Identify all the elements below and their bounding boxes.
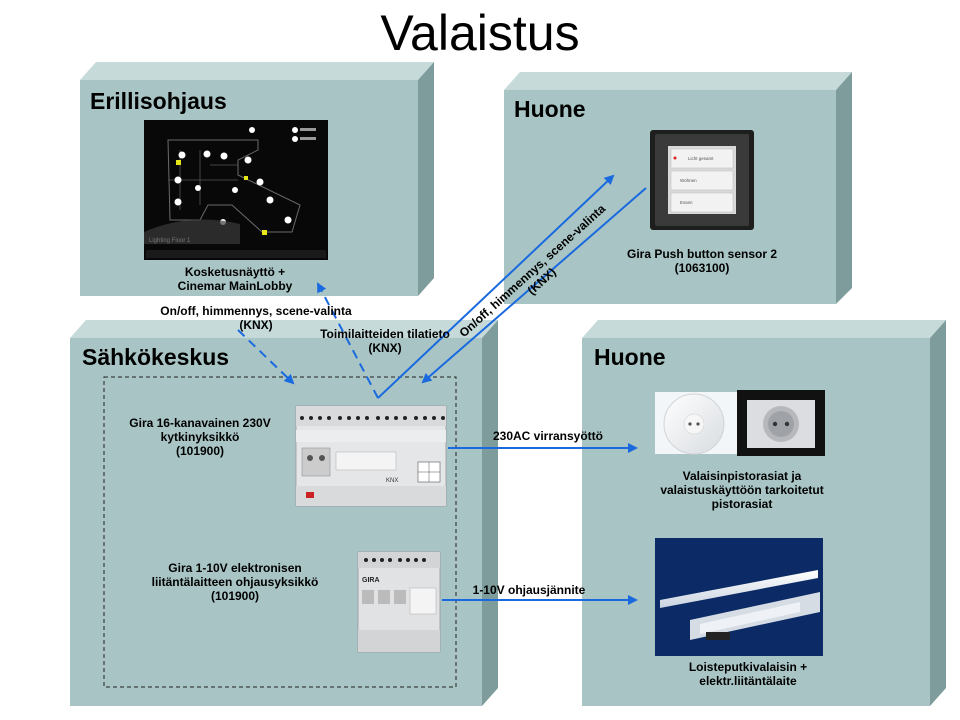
switch-actuator-image: KNX: [295, 405, 447, 507]
panel-dashed-frame: [103, 376, 457, 688]
connection-status-line2: (KNX): [368, 341, 402, 355]
dimmer-unit-label-line2: liitäntälaitteen ohjausyksikkö: [151, 575, 319, 589]
fluorescent-image: [655, 538, 823, 656]
dimmer-unit-label-line3: (101900): [210, 589, 260, 603]
box-title-sahkokeskus: Sähkökeskus: [82, 344, 230, 370]
arrow-push-feedback: [421, 187, 647, 384]
arrow-touch-to-actuator: [237, 329, 295, 385]
connection-status-line1: Toimilaitteiden tilatieto: [320, 327, 450, 341]
connection-touch-line1: On/off, himmennys, scene-valinta: [160, 304, 352, 318]
touchscreen-image: Lighting Floor 1: [144, 120, 328, 260]
box-title-huone-bottom: Huone: [594, 344, 666, 370]
switch-actuator-label: Gira 16-kanavainen 230V kytkinyksikkö (1…: [108, 416, 292, 458]
connection-touch-line2: (KNX): [239, 318, 273, 332]
touchscreen-label-line2: Cinemar MainLobby: [177, 279, 293, 293]
push-button-label-line1: Gira Push button sensor 2: [626, 247, 778, 261]
knx-label: KNX: [386, 478, 398, 484]
push-button-label-line2: (1063100): [674, 261, 730, 275]
gira-brand-text: GIRA: [362, 577, 380, 584]
sockets-label-line1: Valaisinpistorasiat ja: [682, 469, 802, 483]
fluorescent-label-line2: elektr.liitäntälaite: [699, 674, 797, 688]
arrow-push-to-actuator: [377, 174, 615, 399]
dimmer-unit-label: Gira 1-10V elektronisen liitäntälaitteen…: [126, 561, 344, 603]
sockets-image: [655, 390, 825, 456]
fluorescent-label-line1: Loisteputkivalaisin +: [688, 660, 808, 674]
dimmer-unit-image: GIRA: [357, 551, 441, 653]
push-row2-text: Wohnen: [680, 178, 697, 183]
box-title-huone-top: Huone: [514, 96, 586, 122]
sockets-label: Valaisinpistorasiat ja valaistuskäyttöön…: [630, 469, 854, 511]
switch-actuator-label-line3: (101900): [175, 444, 225, 458]
connection-label-actuator-status: Toimilaitteiden tilatieto (KNX): [302, 327, 468, 355]
switch-actuator-label-line2: kytkinyksikkö: [160, 430, 240, 444]
push-row1-text: Licht gesamt: [688, 156, 714, 161]
sockets-label-line2: valaistuskäyttöön tarkoitetut: [660, 483, 824, 497]
touchscreen-label-line1: Kosketusnäyttö +: [184, 265, 286, 279]
connection-label-power-feed: 230AC virransyöttö: [492, 429, 604, 443]
page-title: Valaistus: [380, 5, 580, 61]
arrow-status-to-touch: [317, 282, 379, 399]
fluorescent-label: Loisteputkivalaisin + elektr.liitäntälai…: [654, 660, 842, 688]
sockets-label-line3: pistorasiat: [711, 497, 773, 511]
connection-label-control-voltage: 1-10V ohjausjännite: [472, 583, 586, 597]
switch-actuator-label-line1: Gira 16-kanavainen 230V: [129, 416, 271, 430]
connection-label-touch-to-actuator: On/off, himmennys, scene-valinta (KNX): [140, 304, 372, 332]
push-row3-text: Essen: [680, 200, 693, 205]
screen-caption: Lighting Floor 1: [149, 238, 191, 244]
touchscreen-label: Kosketusnäyttö + Cinemar MainLobby: [150, 265, 320, 293]
push-button-label: Gira Push button sensor 2 (1063100): [612, 247, 792, 275]
push-button-image: Licht gesamt Wohnen Essen: [650, 130, 754, 230]
box-title-erillisohjaus: Erillisohjaus: [90, 88, 227, 114]
dimmer-unit-label-line1: Gira 1-10V elektronisen: [168, 561, 302, 575]
